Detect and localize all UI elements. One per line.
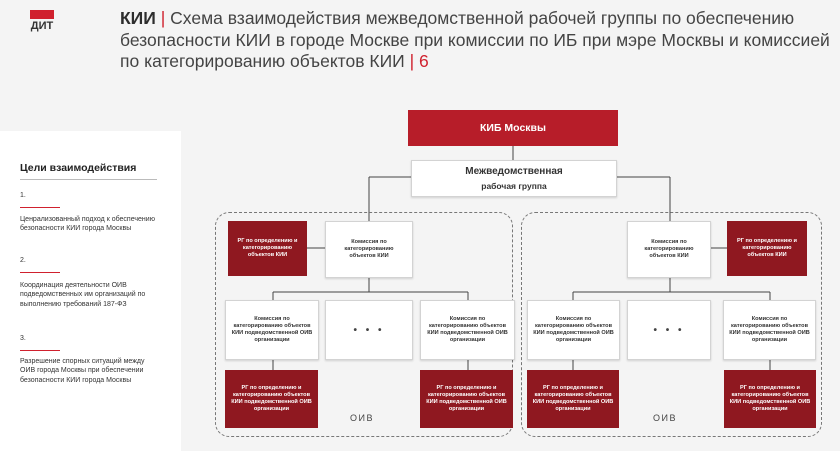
rg-sub-box: РГ по определению и категорированию объе…: [420, 370, 513, 428]
goal-number: 1.: [20, 192, 26, 199]
goal-number: 3.: [20, 335, 26, 342]
title-brand: КИИ: [120, 8, 156, 28]
oiv-group-right: [521, 212, 822, 437]
goal-number: 2.: [20, 257, 26, 264]
goal-text: Ценрализованный подход к обеспечению без…: [20, 216, 155, 233]
kib-moscow-box: КИБ Москвы: [408, 110, 618, 146]
rg-categorization-box: РГ по определению и категорированию объе…: [228, 221, 307, 276]
working-group-box: Межведомственная рабочая группа: [411, 160, 617, 197]
rg-categorization-box: РГ по определению и категорированию объе…: [727, 221, 807, 276]
title-text: Схема взаимодействия межведомственной ра…: [120, 8, 830, 71]
commission-sub-box: Комиссия по категорированию объектов КИИ…: [527, 300, 620, 360]
dit-logo-icon: [30, 10, 54, 19]
goal-red-rule: [20, 272, 60, 273]
ellipsis-box: • • •: [325, 300, 413, 360]
goals-divider: [20, 179, 157, 180]
goal-red-rule: [20, 207, 60, 208]
oiv-label: ОИВ: [653, 413, 677, 423]
commission-sub-box: Комиссия по категорированию объектов КИИ…: [420, 300, 515, 360]
title-separator: |: [160, 8, 166, 28]
logo-text: ДИТ: [30, 20, 54, 32]
commission-categorization-box: Комиссия по категорированию объектов КИИ: [325, 221, 413, 278]
goal-text: Разрешение спорных ситуаций между ОИВ го…: [20, 358, 145, 384]
oiv-label: ОИВ: [350, 413, 374, 423]
commission-sub-box: Комиссия по категорированию объектов КИИ…: [723, 300, 816, 360]
working-group-line1: Межведомственная: [465, 165, 563, 177]
goal-text: Координация деятельности ОИВ подведомств…: [20, 282, 146, 308]
title-separator: |: [409, 51, 415, 71]
rg-sub-box: РГ по определению и категорированию объе…: [225, 370, 318, 428]
working-group-line2: рабочая группа: [481, 180, 547, 191]
page-title: КИИ | Схема взаимодействия межведомствен…: [120, 8, 832, 73]
page-number: 6: [419, 51, 429, 71]
rg-sub-box: РГ по определению и категорированию объе…: [724, 370, 816, 428]
commission-sub-box: Комиссия по категорированию объектов КИИ…: [225, 300, 319, 360]
goal-red-rule: [20, 350, 60, 351]
goals-panel: [0, 131, 181, 451]
ellipsis-box: • • •: [627, 300, 711, 360]
rg-sub-box: РГ по определению и категорированию объе…: [527, 370, 619, 428]
commission-categorization-box: Комиссия по категорированию объектов КИИ: [627, 221, 711, 278]
goals-title: Цели взаимодействия: [20, 162, 137, 174]
